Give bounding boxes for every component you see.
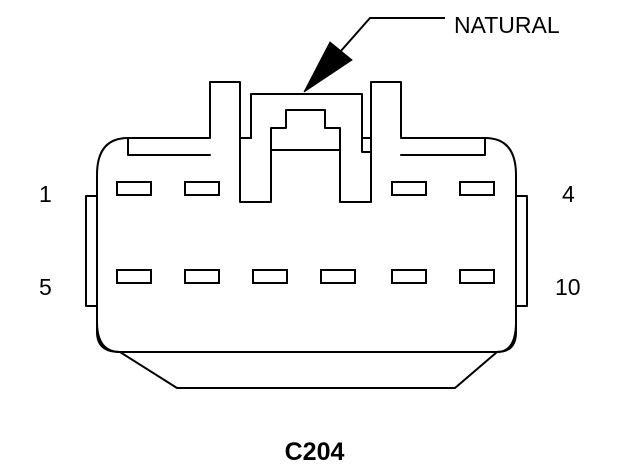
pin-cavity-10 (459, 269, 495, 284)
pin-label-1: 1 (39, 181, 52, 207)
pin-cavity-2 (184, 181, 220, 196)
housing-bottom-skirt-line (96, 321, 517, 353)
left-top-lip (127, 137, 211, 156)
pin-label-5: 5 (39, 274, 52, 300)
locking-tab-right-step (361, 137, 372, 153)
right-top-lip (400, 137, 486, 156)
right-side-key (515, 195, 528, 307)
connector-housing-outline (96, 81, 517, 389)
natural-color-label: NATURAL (454, 12, 560, 38)
pin-cavity-7 (252, 269, 288, 284)
natural-arrow-head (303, 41, 353, 93)
pin-cavity-9 (391, 269, 427, 284)
pin-label-10: 10 (555, 274, 581, 300)
natural-leader-line (339, 17, 445, 53)
pin-cavity-1 (116, 181, 152, 196)
pin-cavity-4 (459, 181, 495, 196)
connector-id-label: C204 (284, 438, 345, 466)
pin-cavity-3 (391, 181, 427, 196)
pin-cavity-5 (116, 269, 152, 284)
pin-label-4: 4 (562, 181, 575, 207)
left-side-key (85, 195, 98, 307)
pin-cavity-8 (320, 269, 356, 284)
locking-tab-inner (270, 109, 341, 151)
pin-cavity-6 (184, 269, 220, 284)
locking-tab (250, 93, 372, 139)
